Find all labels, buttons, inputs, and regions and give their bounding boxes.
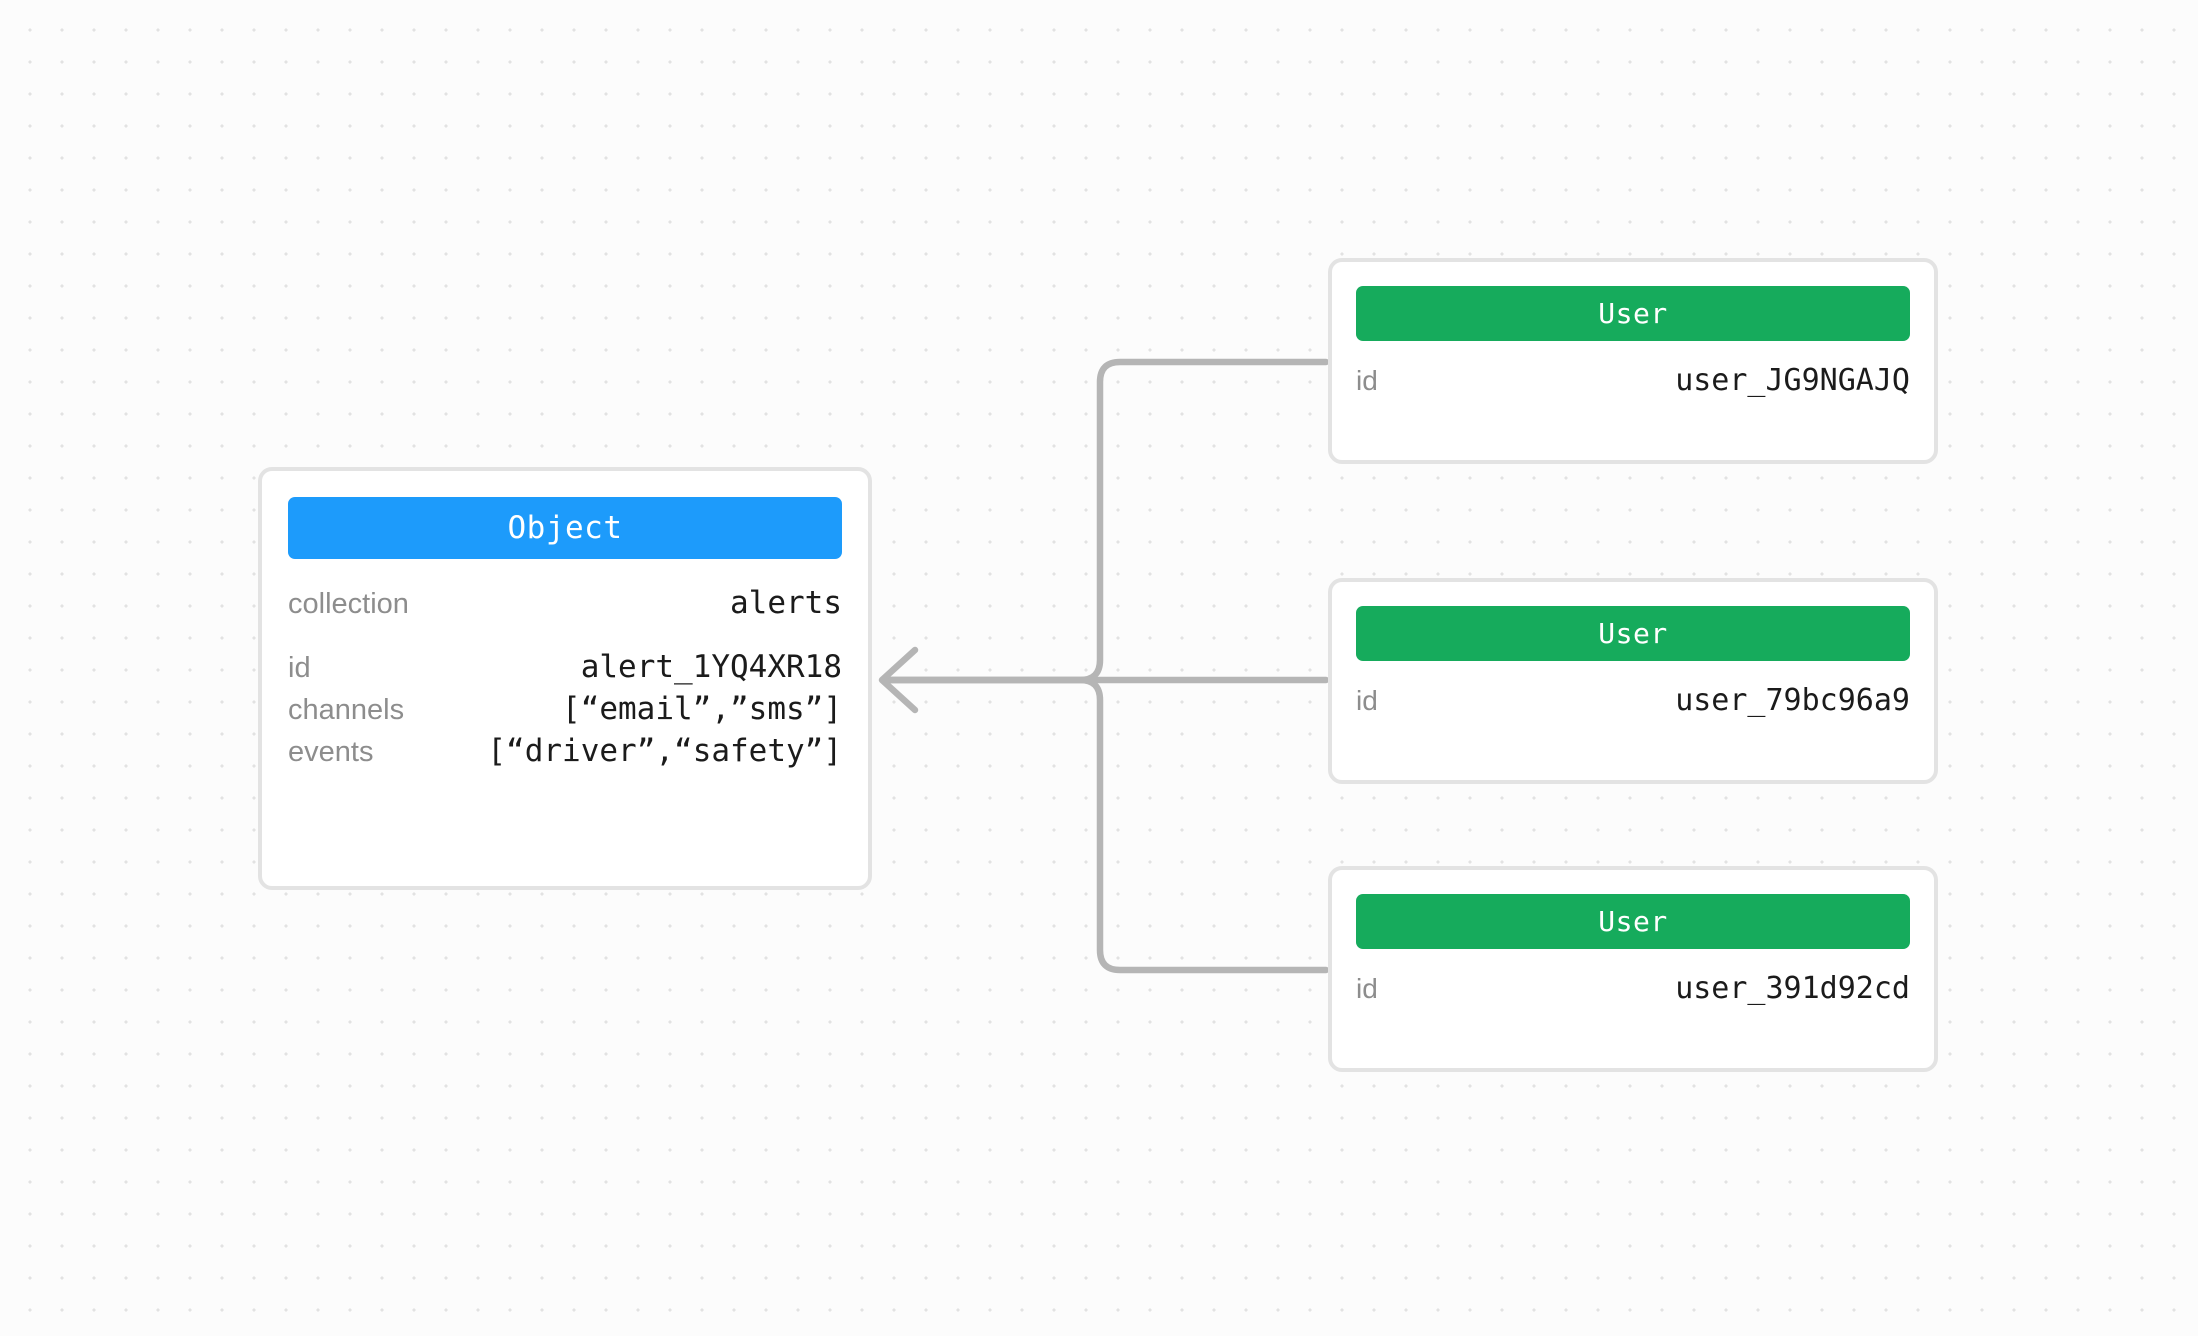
field-label-id: id [1356,365,1378,396]
user-node-fields: id user_391d92cd [1332,949,1934,1068]
field-value-id: user_79bc96a9 [1675,683,1910,718]
field-value-collection: alerts [730,585,842,621]
edge-user-2-to-object [880,676,1330,974]
field-label-collection: collection [288,588,409,620]
user-node-card[interactable]: User id user_391d92cd [1328,866,1938,1072]
user-node-fields: id user_79bc96a9 [1332,661,1934,780]
field-row-channels: channels [“email”,”sms”] [288,691,842,727]
field-label-events: events [288,736,374,768]
object-node-card[interactable]: Object collection alerts id alert_1YQ4XR… [258,467,872,890]
field-row-id: id user_79bc96a9 [1356,683,1910,718]
user-node-card[interactable]: User id user_JG9NGAJQ [1328,258,1938,464]
field-row-id: id alert_1YQ4XR18 [288,649,842,685]
field-row-events: events [“driver”,“safety”] [288,733,842,769]
field-value-channels: [“email”,”sms”] [562,691,842,727]
field-label-id: id [1356,685,1378,716]
field-value-id: alert_1YQ4XR18 [580,649,842,685]
user-node-fields: id user_JG9NGAJQ [1332,341,1934,460]
field-value-events: [“driver”,“safety”] [487,733,842,769]
user-node-card[interactable]: User id user_79bc96a9 [1328,578,1938,784]
field-label-id: id [288,652,311,684]
object-node-type-badge: Object [288,497,842,559]
edge-user-0-to-object [880,358,1330,684]
user-node-type-badge: User [1356,606,1910,661]
object-node-fields: collection alerts id alert_1YQ4XR18 chan… [262,559,868,886]
user-node-type-badge: User [1356,286,1910,341]
field-group-spacer [288,627,842,649]
user-node-type-badge: User [1356,894,1910,949]
field-label-id: id [1356,973,1378,1004]
field-label-channels: channels [288,694,405,726]
field-row-id: id user_JG9NGAJQ [1356,363,1910,398]
field-row-collection: collection alerts [288,585,842,621]
field-value-id: user_391d92cd [1675,971,1910,1006]
field-row-id: id user_391d92cd [1356,971,1910,1006]
arrowhead-into-object [878,646,919,714]
field-value-id: user_JG9NGAJQ [1675,363,1910,398]
